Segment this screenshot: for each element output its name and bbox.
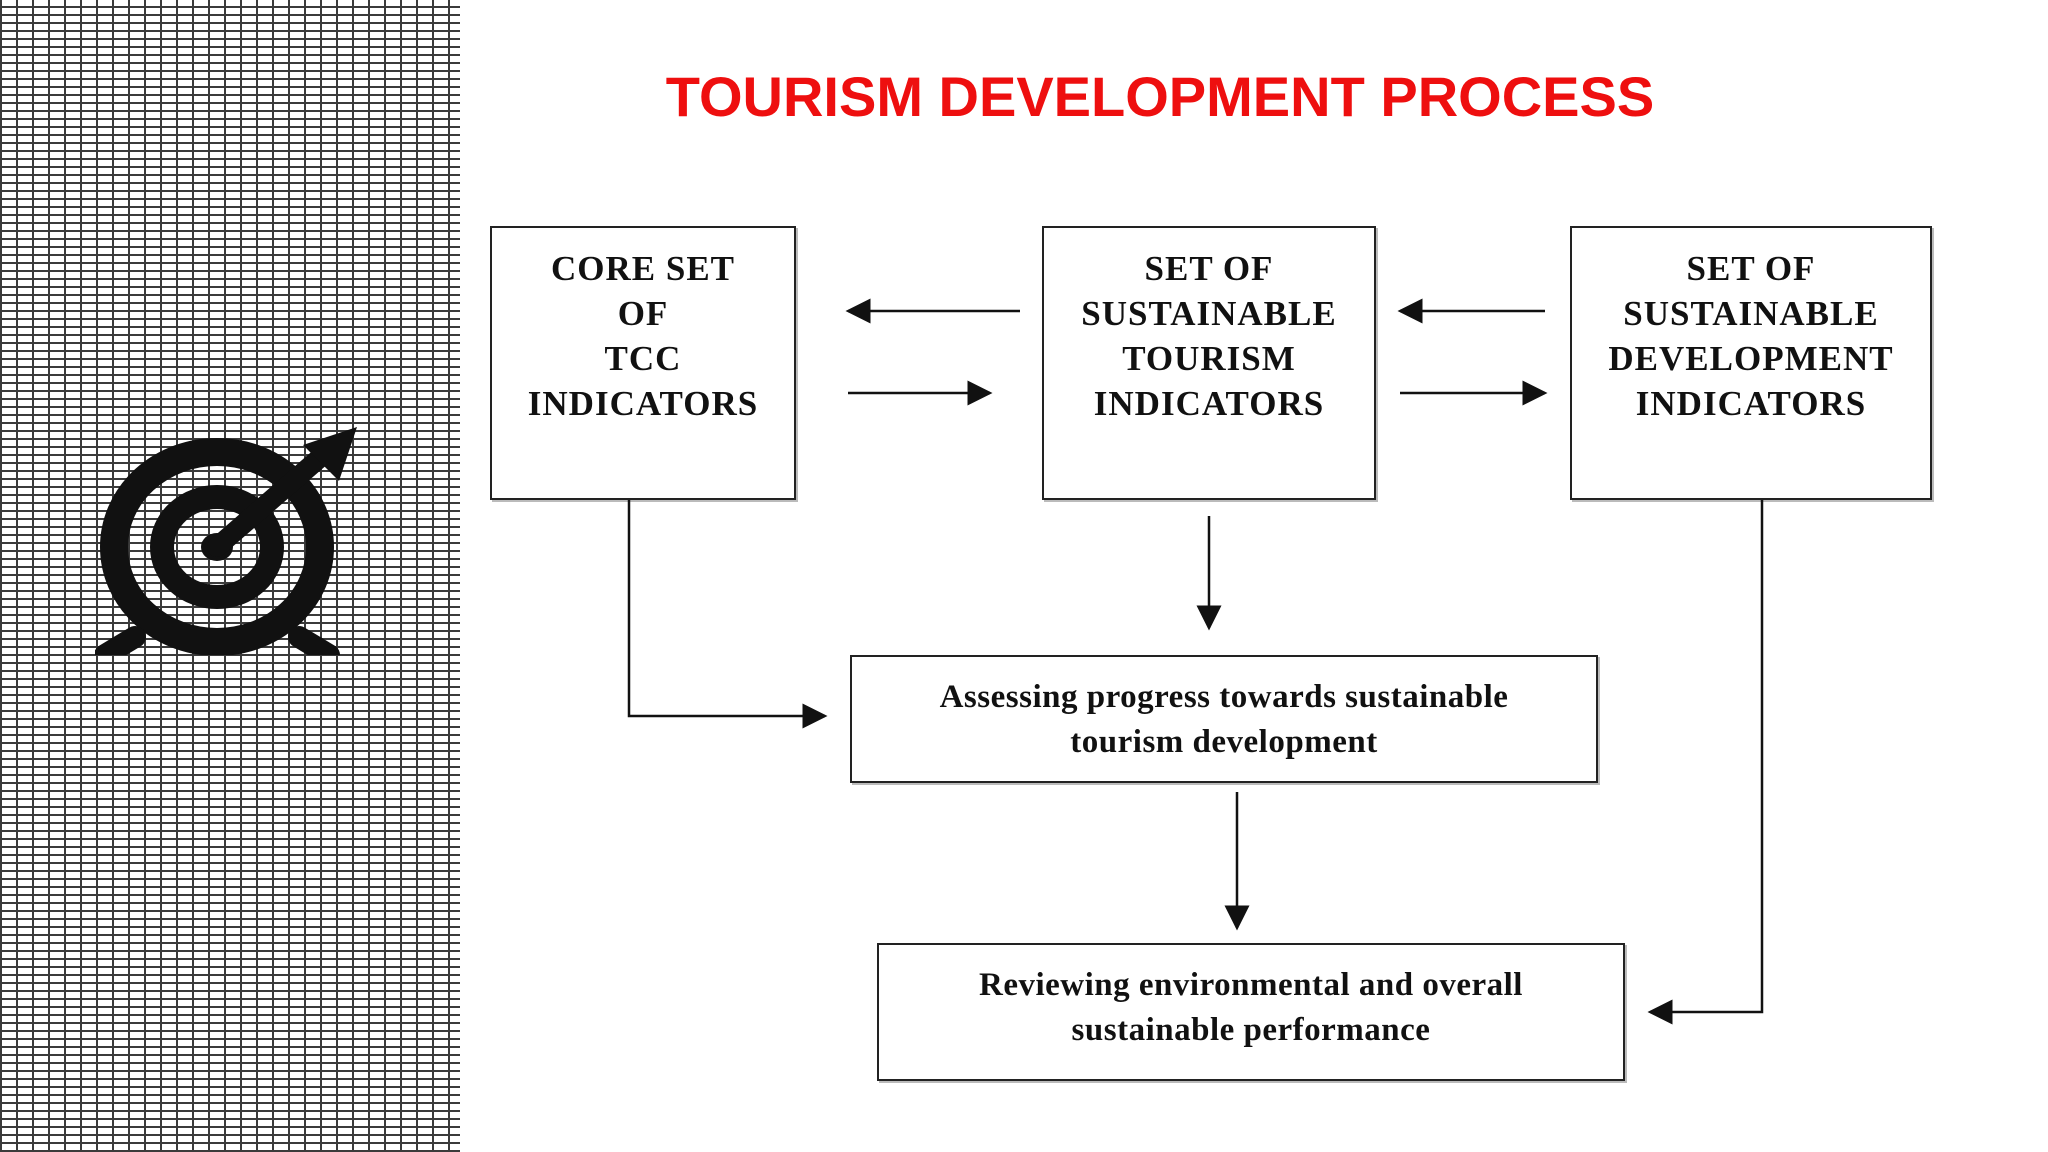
box-text-line: INDICATORS	[1635, 384, 1867, 423]
box-sustainable-development-indicators: SET OF SUSTAINABLE DEVELOPMENT INDICATOR…	[1570, 226, 1932, 500]
target-with-arrow-icon	[95, 427, 357, 655]
box-text-line: DEVELOPMENT	[1608, 339, 1894, 378]
box-text-line: Assessing progress towards sustainable	[939, 679, 1509, 715]
slide-title: TOURISM DEVELOPMENT PROCESS	[665, 65, 1655, 128]
box-text-line: SET OF	[1144, 249, 1274, 288]
box-text-line: CORE SET	[550, 249, 736, 288]
arrow-dev-to-review	[1647, 500, 1764, 1025]
box-text-line: tourism development	[1070, 724, 1378, 760]
box-text-line: INDICATORS	[527, 384, 759, 423]
box-text-line: TOURISM	[1122, 339, 1296, 378]
box-text-line: TCC	[604, 339, 682, 378]
box-sustainable-tourism-indicators: SET OF SUSTAINABLE TOURISM INDICATORS	[1042, 226, 1376, 500]
patterned-side-panel	[0, 0, 460, 1152]
box-reviewing-performance: Reviewing environmental and overall sust…	[877, 943, 1625, 1081]
box-text-line: sustainable performance	[1071, 1012, 1431, 1048]
box-core-tcc-indicators: CORE SET OF TCC INDICATORS	[490, 226, 796, 500]
box-text-line: Reviewing environmental and overall	[979, 967, 1523, 1003]
box-assessing-progress: Assessing progress towards sustainable t…	[850, 655, 1598, 783]
box-text-line: SUSTAINABLE	[1623, 294, 1879, 333]
box-text-line: INDICATORS	[1093, 384, 1325, 423]
arrow-core-to-assess	[627, 500, 828, 729]
box-text-line: OF	[617, 294, 669, 333]
box-text-line: SUSTAINABLE	[1081, 294, 1337, 333]
box-text-line: SET OF	[1686, 249, 1816, 288]
